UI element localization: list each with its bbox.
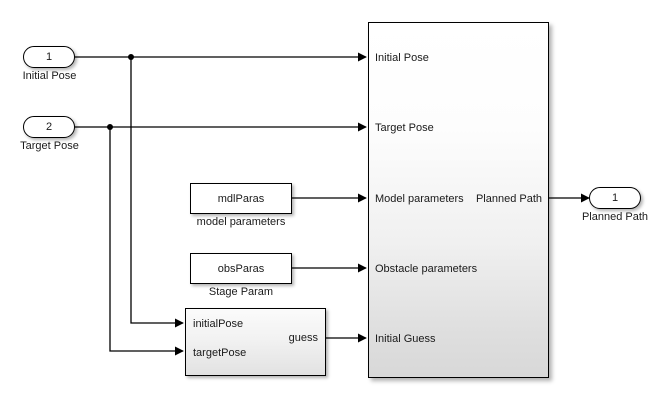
outport-block-planned-path[interactable]: 1 [589,187,641,209]
planner-input-initial-guess: Initial Guess [375,333,436,345]
guess-subsystem-input-targetpose: targetPose [193,347,247,359]
planner-input-model-parameters: Model parameters [375,193,464,205]
inport-number-1: 1 [45,51,53,63]
inport-block-initial-pose[interactable]: 1 [23,46,75,68]
constant-value-mdlparas: mdlParas [217,192,265,205]
wire-target-pose-branch-to-guess [109,127,184,356]
constant-caption-model-parameters: model parameters [196,216,286,228]
planner-input-initial-pose: Initial Pose [375,52,429,64]
inport-label-initial-pose: Initial Pose [22,70,77,82]
planner-input-obstacle-parameters: Obstacle parameters [375,263,478,275]
planner-subsystem-block[interactable]: Initial Pose Target Pose Model parameter… [368,22,549,378]
wire-initial-pose-branch-to-guess [130,57,184,328]
outport-label-planned-path: Planned Path [581,211,649,223]
junction-dot-initial-pose [128,54,134,60]
planner-output-planned-path: Planned Path [475,193,542,205]
guess-subsystem-output-guess: guess [288,332,318,344]
guess-subsystem-input-initialpose: initialPose [193,318,244,330]
outport-number-1: 1 [611,192,619,204]
constant-block-obsparas[interactable]: obsParas [190,253,292,284]
junction-dot-target-pose [107,124,113,130]
inport-block-target-pose[interactable]: 2 [23,116,75,138]
inport-label-target-pose: Target Pose [20,140,79,152]
constant-caption-stage-param: Stage Param [208,286,274,298]
constant-block-mdlparas[interactable]: mdlParas [190,183,292,214]
guess-subsystem-block[interactable]: initialPose targetPose guess [185,308,326,376]
inport-number-2: 2 [45,121,53,133]
constant-value-obsparas: obsParas [217,262,265,275]
planner-input-target-pose: Target Pose [375,122,434,134]
